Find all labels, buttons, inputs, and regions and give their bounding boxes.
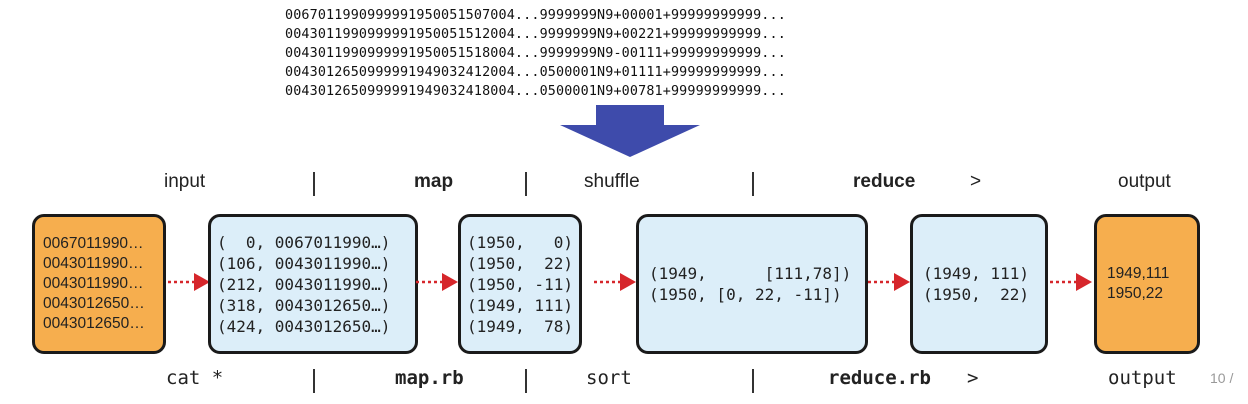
output-record: 1950,22 [1107, 285, 1164, 302]
reduced-pair: (1949, 111) [923, 264, 1029, 283]
flow-arrow-icon [868, 273, 910, 291]
input-record: 0043012650… [43, 295, 145, 312]
separator [313, 172, 315, 196]
raw-record-line: 0043012650999991949032418004...0500001N9… [285, 84, 786, 99]
map-output-pair: (1950, -11) [467, 274, 573, 294]
raw-input-records: 0067011990999991950051507004...9999999N9… [285, 6, 786, 101]
input-record: 0043011990… [43, 275, 144, 292]
map-input-box: ( 0, 0067011990…) (106, 0043011990…) (21… [208, 214, 418, 354]
stage-label-reduce: reduce [853, 171, 916, 192]
input-record: 0043012650… [43, 315, 145, 332]
separator [313, 369, 315, 393]
reduce-box: (1949, 111) (1950, 22) [910, 214, 1048, 354]
output-record: 1949,111 [1107, 265, 1170, 282]
shuffle-box: (1949, [111,78]) (1950, [0, 22, -11]) [636, 214, 868, 354]
map-output-pair: (1950, 0) [467, 232, 573, 252]
command-cat: cat * [166, 367, 224, 389]
command-sort: sort [586, 367, 632, 389]
separator [525, 369, 527, 393]
map-input-pair: (106, 0043011990…) [217, 253, 391, 273]
flow-arrow-icon [594, 273, 636, 291]
command-redirect: > [967, 367, 979, 389]
flow-arrow-icon [168, 273, 210, 291]
flow-arrow-icon [416, 273, 458, 291]
stage-label-map: map [414, 171, 454, 192]
map-output-box: (1950, 0) (1950, 22) (1950, -11) (1949, … [458, 214, 582, 354]
raw-record-line: 0043011990999991950051512004...9999999N9… [285, 27, 786, 42]
grouped-pair: (1950, [0, 22, -11]) [649, 285, 842, 304]
page-number: 10 / [1210, 370, 1234, 386]
map-input-pair: (318, 0043012650…) [217, 295, 391, 315]
stage-label-shuffle: shuffle [584, 171, 640, 192]
input-box: 0067011990… 0043011990… 0043011990… 0043… [32, 214, 166, 354]
map-input-pair: ( 0, 0067011990…) [217, 232, 391, 252]
input-record: 0067011990… [43, 235, 144, 252]
map-output-pair: (1949, 78) [467, 316, 573, 336]
separator [752, 369, 754, 393]
output-box: 1949,111 1950,22 [1094, 214, 1200, 354]
grouped-pair: (1949, [111,78]) [649, 264, 852, 283]
down-arrow-icon [560, 105, 700, 157]
command-map: map.rb [395, 367, 464, 389]
command-reduce: reduce.rb [828, 367, 931, 389]
reduced-pair: (1950, 22) [923, 285, 1029, 304]
map-input-pair: (424, 0043012650…) [217, 316, 391, 336]
separator [525, 172, 527, 196]
map-output-pair: (1949, 111) [467, 295, 573, 315]
command-output: output [1108, 367, 1177, 389]
stage-label-input: input [164, 171, 206, 192]
flow-arrow-icon [1050, 273, 1092, 291]
separator [752, 172, 754, 196]
raw-record-line: 0067011990999991950051507004...9999999N9… [285, 8, 786, 23]
map-output-pair: (1950, 22) [467, 253, 573, 273]
input-record: 0043011990… [43, 255, 144, 272]
map-input-pair: (212, 0043011990…) [217, 274, 391, 294]
stage-label-output: output [1118, 171, 1171, 192]
stage-label-redirect: > [970, 171, 982, 192]
raw-record-line: 0043011990999991950051518004...9999999N9… [285, 46, 786, 61]
raw-record-line: 0043012650999991949032412004...0500001N9… [285, 65, 786, 80]
